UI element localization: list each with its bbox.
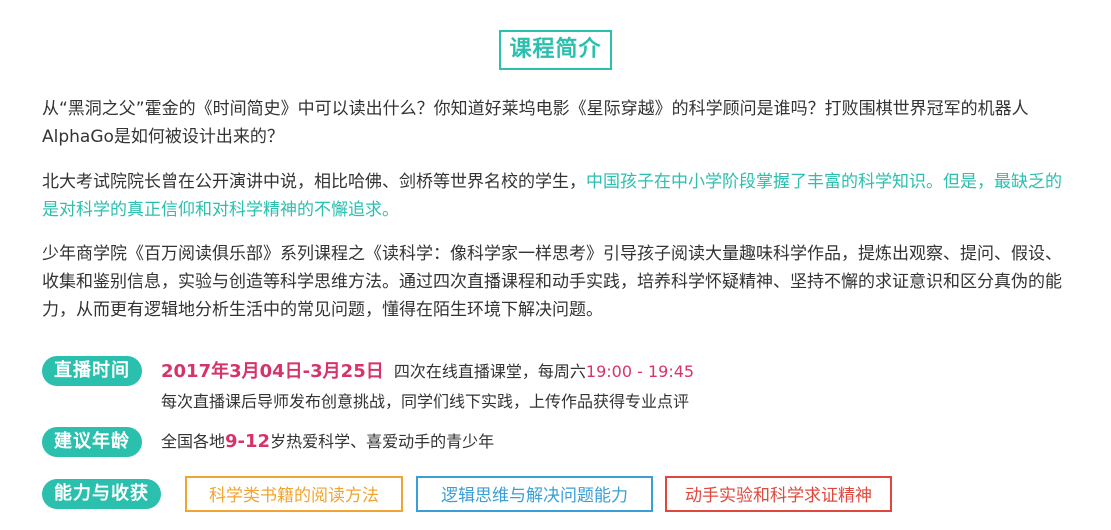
age-label-pill: 建议年龄 (42, 427, 142, 457)
schedule-note: 每次直播课后导师发布创意挑战，同学们线下实践，上传作品获得专业点评 (161, 392, 690, 411)
gains-label-pill: 能力与收获 (42, 479, 161, 509)
age-prefix: 全国各地 (161, 432, 226, 451)
intro-paragraph-2-highlight: 中国孩子在中小学阶段掌握了丰富的科学知识。但是，最缺乏的是对科学的真正信仰和对科… (42, 172, 1062, 220)
gain-tag-reading: 科学类书籍的阅读方法 (185, 476, 403, 512)
gain-tag-logic: 逻辑思维与解决问题能力 (416, 476, 653, 512)
schedule-date: 2017年3月04日-3月25日 (161, 361, 384, 382)
section-title: 课程简介 (499, 30, 612, 70)
schedule-row: 2017年3月04日-3月25日 四次在线直播课堂，每周六19:00 - 19:… (161, 359, 694, 385)
schedule-label-pill: 直播时间 (42, 356, 142, 386)
schedule-desc: 四次在线直播课堂，每周六 (393, 362, 586, 381)
age-row: 全国各地9-12岁热爱科学、喜爱动手的青少年 (161, 429, 494, 455)
intro-paragraph-2-text: 北大考试院院长曾在公开演讲中说，相比哈佛、剑桥等世界名校的学生， (42, 172, 586, 192)
gain-tag-experiment: 动手实验和科学求证精神 (665, 476, 892, 512)
intro-paragraph-3: 少年商学院《百万阅读俱乐部》系列课程之《读科学：像科学家一样思考》引导孩子阅读大… (42, 244, 1062, 320)
title-container: 课程简介 (0, 30, 1111, 70)
age-range: 9-12 (225, 431, 271, 452)
intro-paragraph-2: 北大考试院院长曾在公开演讲中说，相比哈佛、剑桥等世界名校的学生，中国孩子在中小学… (42, 168, 1072, 224)
intro-paragraph-1: 从“黑洞之父”霍金的《时间简史》中可以读出什么？你知道好莱坞电影《星际穿越》的科… (42, 99, 1029, 147)
age-suffix: 岁热爱科学、喜爱动手的青少年 (270, 432, 495, 451)
schedule-time: 19:00 - 19:45 (585, 362, 695, 381)
